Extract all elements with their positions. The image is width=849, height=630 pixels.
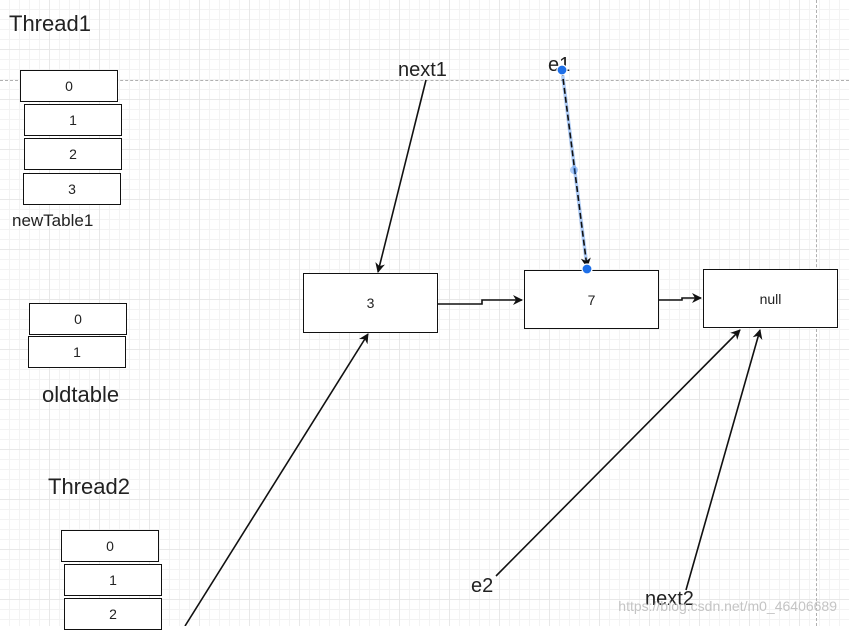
arrow-next1-to-node-3[interactable] [375,79,427,273]
arrow-e1-selection-halo [560,69,589,268]
arrow-next2-to-null[interactable] [685,329,763,591]
arrow-node-3-to-node-7[interactable] [438,295,523,305]
pointer-label-e2[interactable]: e2 [471,575,494,597]
newtable1-cell-1[interactable]: 1 [24,104,122,136]
newtable1-cell-0[interactable]: 0 [20,70,118,102]
list-node-7[interactable]: 7 [524,270,659,329]
thread1-title[interactable]: Thread1 [9,11,91,36]
list-node-3[interactable]: 3 [303,273,438,333]
arrow-e2-to-null[interactable] [495,329,741,577]
pointer-label-next1[interactable]: next1 [398,59,447,81]
arrow-node-7-to-null[interactable] [659,293,702,303]
pointer-label-next2[interactable]: next2 [645,588,694,610]
list-node-null[interactable]: null [703,269,838,328]
thread2-title[interactable]: Thread2 [48,474,130,499]
arrow-e1-to-node-7[interactable] [561,69,591,268]
newtable1-label[interactable]: newTable1 [12,211,94,230]
edge-handle-mid[interactable] [570,166,578,174]
arrow-thread2-to-node-3[interactable] [184,333,369,626]
newtable1-cell-2[interactable]: 2 [24,138,122,170]
watermark-text: https://blog.csdn.net/m0_46406689 [618,598,837,614]
oldtable-label[interactable]: oldtable [42,382,120,407]
pointer-label-e1[interactable]: e1 [548,54,571,76]
thread2-cell-2[interactable]: 2 [64,598,162,630]
thread2-cell-0[interactable]: 0 [61,530,159,562]
oldtable-cell-1[interactable]: 1 [28,336,126,368]
thread2-cell-1[interactable]: 1 [64,564,162,596]
oldtable-cell-0[interactable]: 0 [29,303,127,335]
newtable1-cell-3[interactable]: 3 [23,173,121,205]
